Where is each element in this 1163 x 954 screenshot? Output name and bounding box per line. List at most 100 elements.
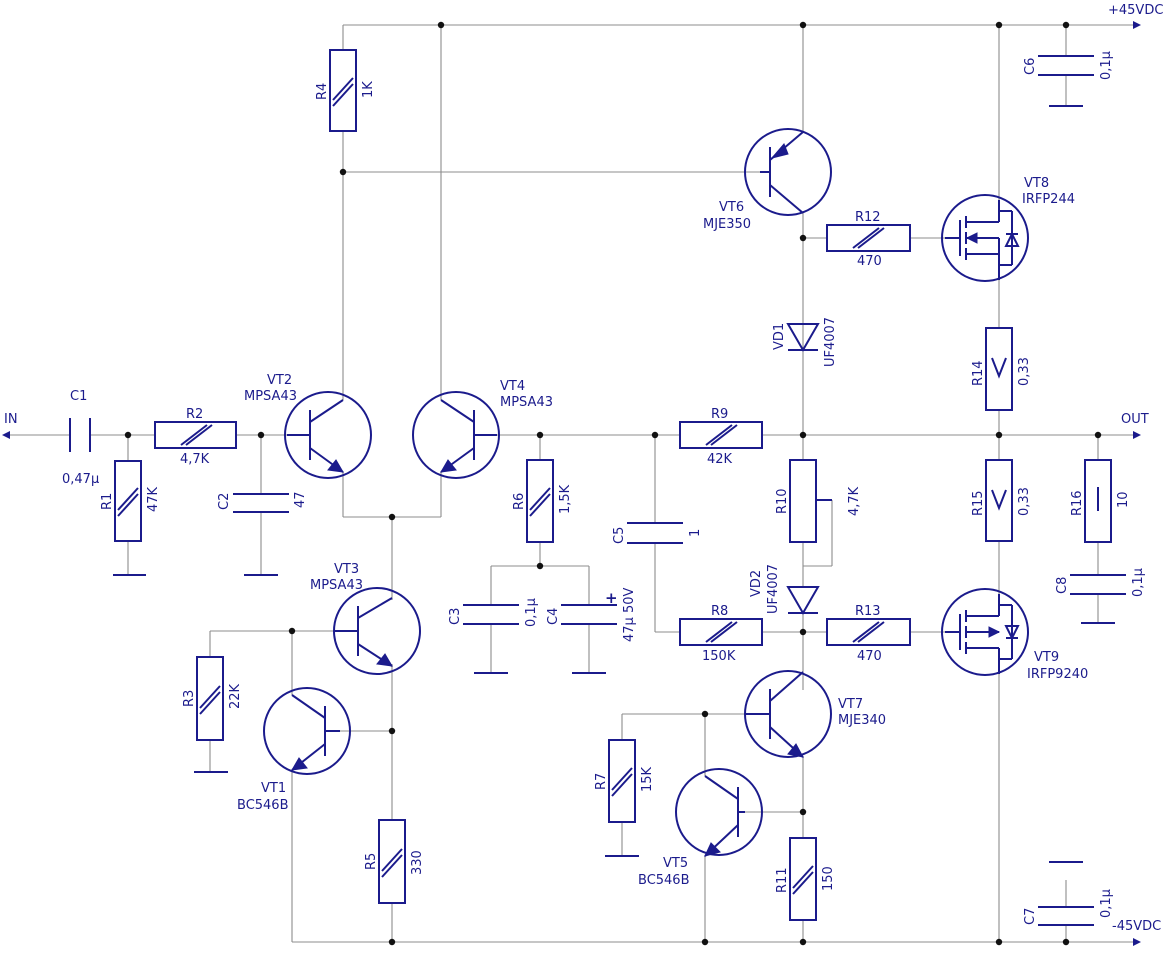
r16-value: 10	[1116, 491, 1131, 508]
resistor-r3: R3 22K	[182, 656, 243, 741]
vt1-part: BC546B	[237, 798, 289, 813]
c4-value: 47µ 50V	[622, 588, 637, 642]
r16-ref: R16	[1070, 490, 1085, 516]
r6-ref: R6	[512, 493, 527, 510]
transistor-vt6: VT6 MJE350	[703, 128, 832, 232]
resistor-r16: R16 10	[1070, 459, 1131, 543]
vt7-ref: VT7	[838, 697, 863, 712]
vd2-part: UF4007	[766, 564, 781, 614]
capacitor-c8: C8 0,1µ	[1055, 568, 1146, 597]
neg-rail-label: -45VDC	[1112, 919, 1161, 934]
c1-ref: C1	[70, 389, 87, 404]
r5-value: 330	[410, 850, 425, 875]
r8-value: 150K	[702, 649, 736, 664]
vt8-part: IRFP244	[1022, 192, 1075, 207]
c2-value: 47	[293, 491, 308, 508]
r15-value: 0,33	[1017, 487, 1032, 516]
transistor-vt2: VT2 MPSA43	[244, 373, 372, 479]
resistor-r2: R2 4,7K	[154, 407, 237, 467]
capacitor-c5: C5 1	[612, 522, 703, 544]
vt3-ref: VT3	[334, 562, 359, 577]
vt8-ref: VT8	[1024, 176, 1049, 191]
c3-ref: C3	[448, 608, 463, 625]
diode-vd2: VD2 UF4007	[749, 564, 820, 616]
resistor-r15: R15 0,33	[971, 459, 1032, 542]
r6-value: 1,5K	[558, 484, 573, 514]
r10-value: 4,7K	[847, 486, 862, 516]
out-arrow	[1133, 431, 1141, 439]
resistor-r6: R6 1,5K	[512, 459, 573, 543]
r13-value: 470	[857, 649, 882, 664]
r11-ref: R11	[775, 867, 790, 893]
vt6-part: MJE350	[703, 217, 751, 232]
resistor-r7: R7 15K	[594, 739, 655, 823]
r9-value: 42K	[707, 452, 733, 467]
transistor-vt3: VT3 MPSA43	[310, 562, 421, 675]
vt2-part: MPSA43	[244, 389, 297, 404]
in-arrow	[2, 431, 10, 439]
r13-ref: R13	[855, 604, 881, 619]
wires	[8, 24, 1135, 943]
r1-value: 47K	[146, 486, 161, 512]
resistor-r12: R12 470	[826, 210, 911, 269]
resistor-r14: R14 0,33	[971, 327, 1032, 411]
r12-ref: R12	[855, 210, 881, 225]
vt9-ref: VT9	[1034, 650, 1059, 665]
capacitor-c3: C3 0,1µ	[448, 598, 539, 627]
c4-polarity: +	[605, 589, 618, 607]
mosfet-vt9: VT9 IRFP9240	[941, 588, 1088, 682]
c3-value: 0,1µ	[524, 598, 539, 627]
pos-rail-arrow	[1133, 21, 1141, 29]
r3-ref: R3	[182, 690, 197, 707]
resistor-r8: R8 150K	[679, 604, 763, 664]
resistor-r5: R5 330	[364, 819, 425, 904]
r2-value: 4,7K	[180, 452, 210, 467]
c1-value: 0,47µ	[62, 472, 99, 487]
vt9-part: IRFP9240	[1027, 667, 1088, 682]
neg-rail-arrow	[1133, 938, 1141, 946]
r1-ref: R1	[100, 493, 115, 510]
r2-ref: R2	[186, 407, 203, 422]
r4-value: 1K	[361, 81, 376, 98]
r3-value: 22K	[228, 683, 243, 709]
grounds	[113, 105, 1115, 863]
r7-value: 15K	[640, 766, 655, 792]
vt5-part: BC546B	[638, 873, 690, 888]
r14-ref: R14	[971, 360, 986, 386]
c2-ref: C2	[217, 493, 232, 510]
resistor-r9: R9 42K	[679, 407, 763, 467]
resistor-r10-trimmer: R10 4,7K	[775, 459, 862, 543]
capacitor-c2: C2 47	[217, 491, 308, 513]
c6-ref: C6	[1023, 58, 1038, 75]
c4-ref: C4	[546, 608, 561, 625]
output-label: OUT	[1121, 412, 1149, 427]
r15-ref: R15	[971, 490, 986, 516]
r8-ref: R8	[711, 604, 728, 619]
transistor-vt4: VT4 MPSA43	[412, 379, 553, 479]
c7-ref: C7	[1023, 908, 1038, 925]
vt4-ref: VT4	[500, 379, 525, 394]
resistor-r4: R4 1K	[315, 49, 376, 132]
r14-value: 0,33	[1017, 357, 1032, 386]
c5-ref: C5	[612, 527, 627, 544]
r5-ref: R5	[364, 853, 379, 870]
vt6-ref: VT6	[719, 200, 744, 215]
r10-ref: R10	[775, 488, 790, 514]
vt1-ref: VT1	[261, 781, 286, 796]
vd2-ref: VD2	[749, 570, 764, 597]
vt2-ref: VT2	[267, 373, 292, 388]
vt4-part: MPSA43	[500, 395, 553, 410]
vd1-ref: VD1	[772, 323, 787, 350]
c8-value: 0,1µ	[1131, 568, 1146, 597]
mosfet-vt8: VT8 IRFP244	[941, 176, 1075, 282]
r9-ref: R9	[711, 407, 728, 422]
transistor-vt1: VT1 BC546B	[237, 687, 351, 813]
c7-value: 0,1µ	[1099, 889, 1114, 918]
c5-value: 1	[688, 529, 703, 537]
vd1-part: UF4007	[823, 317, 838, 367]
pos-rail-label: +45VDC	[1108, 3, 1163, 18]
c6-value: 0,1µ	[1099, 51, 1114, 80]
capacitor-c4: + C4 47µ 50V	[546, 588, 637, 642]
junctions	[124, 21, 1102, 946]
